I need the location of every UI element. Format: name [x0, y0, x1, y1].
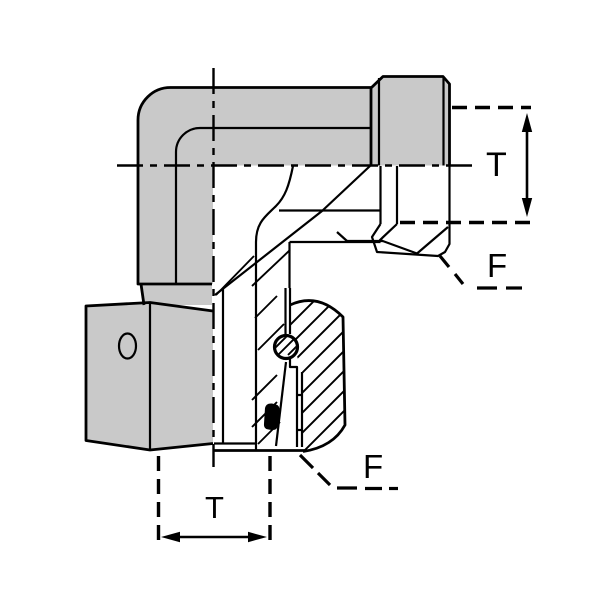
- label-dim-bottom: T: [205, 490, 224, 525]
- male-hex-chamfer-b: [336, 231, 348, 242]
- label-callout-bottom: F: [363, 448, 383, 485]
- callout-bottom-F: F: [298, 448, 398, 491]
- o-ring-seal: [272, 333, 300, 361]
- nut-section-outline: [289, 299, 347, 453]
- elbow-body-fill: [138, 87, 371, 284]
- leader-f-bottom-d2: [316, 471, 332, 487]
- label-callout-right: F: [487, 247, 507, 284]
- dim-arrowhead-left: [161, 531, 180, 543]
- nut-outline: [84, 301, 214, 452]
- inner-bore-arc: [174, 126, 371, 284]
- elastomer-seal: [263, 403, 280, 431]
- dimension-bottom-T: T: [156, 456, 272, 543]
- male-end-outline: [369, 75, 451, 166]
- male-hex-chamfer-c: [416, 226, 449, 255]
- port-oval-mark: [117, 332, 138, 360]
- dim-arrowhead-down: [521, 198, 533, 217]
- dim-arrowhead-right: [248, 531, 267, 543]
- leader-f-right-d1: [438, 254, 451, 269]
- elbow-outline: [136, 86, 371, 286]
- male-hex-chamfer-a: [378, 223, 418, 255]
- label-dim-right: T: [486, 146, 507, 184]
- dimension-right-T: T: [400, 105, 533, 225]
- cone-seat-line: [274, 361, 288, 447]
- male-hex-lower-outline: [370, 223, 451, 258]
- male-end-fill: [371, 76, 450, 166]
- leader-f-right-d2: [453, 273, 465, 285]
- collar-fill: [141, 284, 212, 305]
- leader-f-bottom-d1: [298, 453, 315, 470]
- section-diagonal: [214, 165, 371, 296]
- section-lines: [213, 165, 451, 453]
- dim-arrowhead-up: [521, 113, 533, 132]
- callout-right-F: F: [438, 247, 522, 290]
- bore-curve: [254, 165, 295, 450]
- nut-shoulder-step: [288, 359, 299, 447]
